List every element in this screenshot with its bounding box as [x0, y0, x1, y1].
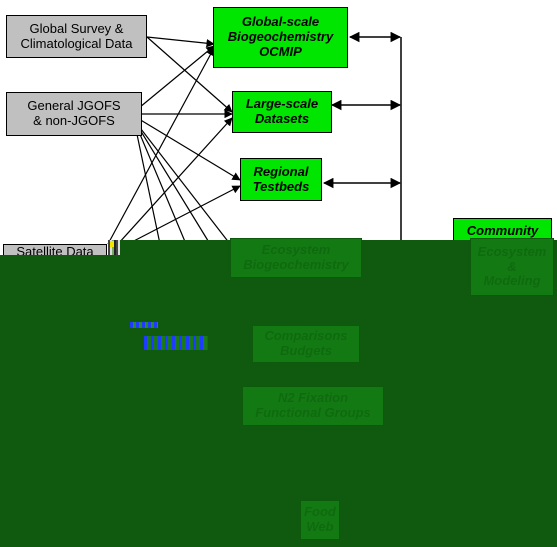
arrow-jgofs-lower1	[133, 119, 211, 245]
target-global-scale: Global-scale Biogeochemistry OCMIP	[213, 7, 348, 68]
arrow-survey-large	[146, 36, 233, 113]
target-community-label: Community	[466, 223, 539, 238]
arrow-jgofs-sat2	[133, 119, 187, 245]
artifact-yellow	[110, 241, 114, 247]
source-general-jgofs-label: General JGOFS & non-JGOFS	[27, 98, 121, 128]
target-global-scale-label: Global-scale Biogeochemistry OCMIP	[227, 14, 334, 59]
source-global-survey-label: Global Survey & Climatological Data	[20, 20, 133, 51]
target-large-scale-label: Large-scale Datasets	[245, 96, 319, 126]
source-general-jgofs: General JGOFS & non-JGOFS	[6, 92, 142, 136]
arrow-jgofs-global	[133, 45, 215, 113]
target-regional-label: Regional Testbeds	[252, 163, 310, 194]
arrow-jgofs-sat	[133, 119, 161, 245]
obscured-community-box: Ecosystem & Modeling	[470, 238, 554, 296]
obscured-community-label: Ecosystem & Modeling	[477, 243, 547, 289]
arrow-jgofs-regional	[133, 115, 241, 181]
obscured-functional-label: N2 Fixation Functional Groups	[255, 390, 371, 420]
obscured-ecosystem-box: Ecosystem Biogeochemistry	[230, 238, 362, 278]
target-large-scale: Large-scale Datasets	[232, 91, 332, 133]
arrow-sat-large	[117, 117, 233, 245]
target-regional: Regional Testbeds	[240, 158, 322, 201]
arrow-survey-global	[146, 36, 215, 48]
artifact-blue-1	[130, 322, 158, 328]
obscured-export-box: Comparisons Budgets	[252, 325, 360, 363]
arrow-jgofs-lower2	[133, 119, 231, 245]
arrow-sat-global	[107, 47, 215, 245]
source-global-survey: Global Survey & Climatological Data	[6, 15, 147, 58]
obscured-final-box: Food Web	[300, 500, 340, 540]
obscured-export-label: Comparisons Budgets	[264, 328, 348, 358]
obscured-final-label: Food Web	[304, 504, 336, 534]
arrow-sat-regional	[127, 185, 241, 245]
obscured-ecosystem-label: Ecosystem Biogeochemistry	[243, 242, 349, 272]
artifact-blue-2	[144, 336, 208, 350]
obscured-functional-box: N2 Fixation Functional Groups	[242, 386, 384, 426]
